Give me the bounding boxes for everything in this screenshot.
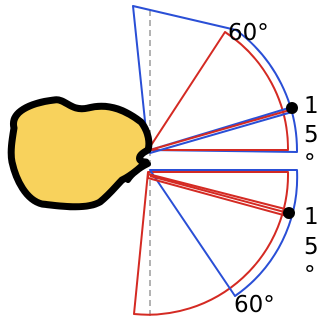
lower-side-label-char-2: 5	[304, 234, 319, 260]
blue-lower-sector	[149, 169, 299, 297]
upper-eye-dot	[286, 102, 298, 114]
lower-side-label-char-3: °	[304, 262, 316, 288]
upper-15-degree-wedge-inner	[149, 109, 291, 151]
red-upper-sector	[147, 31, 290, 151]
head-jaw-detail	[125, 161, 151, 183]
lower-side-label-char-1: 1	[304, 204, 319, 230]
upper-side-label-char-1: 1	[304, 93, 319, 119]
red-lower-sector	[133, 171, 290, 316]
lower-15-degree-wedge-inner	[149, 175, 289, 214]
bottom-angle-label: 60°	[234, 292, 275, 318]
head-silhouette	[7, 96, 153, 211]
lower-eye-dot	[283, 207, 295, 219]
upper-side-label-char-2: 5	[304, 122, 319, 148]
upper-side-label-char-3: °	[304, 150, 316, 176]
blue-upper-sector	[132, 5, 299, 153]
top-angle-label: 60°	[228, 20, 269, 46]
